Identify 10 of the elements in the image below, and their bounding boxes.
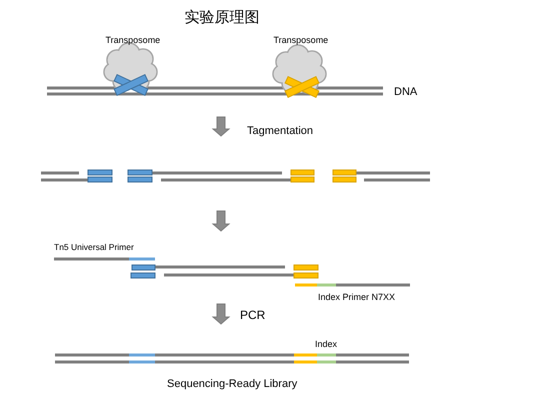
label: Index — [315, 340, 338, 348]
label: Transposome — [106, 36, 160, 44]
label: Index Primer N7XX — [318, 292, 396, 302]
caption: Sequencing-Ready Library — [167, 378, 298, 390]
step-label: Tagmentation — [247, 126, 314, 136]
label: Tn5 Universal Primer — [54, 242, 134, 252]
label: DNA — [394, 86, 418, 98]
label: Transposome — [274, 36, 328, 44]
step-label: PCR — [240, 309, 266, 321]
title: 实验原理图 — [184, 10, 260, 24]
